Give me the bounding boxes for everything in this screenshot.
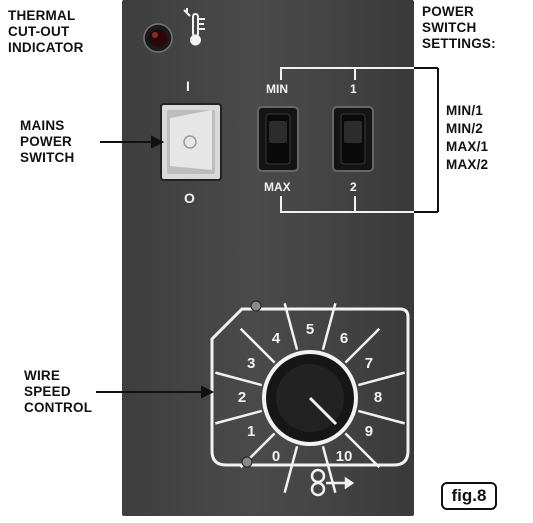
callout-line: SPEED — [24, 384, 71, 399]
callout-line: POWER — [20, 134, 73, 149]
dial-number-4: 4 — [271, 330, 281, 348]
dial-divider — [215, 409, 263, 425]
dial-divider — [357, 371, 405, 387]
settings-list: MIN/1 MIN/2 MAX/1 MAX/2 — [446, 102, 488, 174]
callout-line: SWITCH — [422, 20, 477, 35]
switch-1-label: 1 — [350, 82, 357, 96]
screw-top — [250, 300, 262, 312]
dial-divider — [321, 303, 337, 351]
dial-number-10: 10 — [335, 447, 353, 465]
callout-line: MAINS — [20, 118, 65, 133]
dial-divider — [344, 327, 381, 364]
screw-bottom — [241, 456, 253, 468]
dial-number-0: 0 — [271, 447, 281, 465]
callout-line: THERMAL — [8, 8, 76, 23]
thermal-indicator-lamp — [143, 23, 173, 53]
dial-divider — [357, 409, 405, 425]
callout-line: WIRE — [24, 368, 61, 383]
mains-on-label: I — [186, 78, 190, 94]
dial-number-5: 5 — [305, 321, 315, 338]
dial-number-9: 9 — [364, 423, 374, 440]
setting-max-2: MAX/2 — [446, 157, 489, 172]
setting-max-1: MAX/1 — [446, 139, 489, 154]
figure-label: fig.8 — [441, 482, 497, 510]
dial-number-6: 6 — [339, 330, 349, 348]
callout-line: CONTROL — [24, 400, 93, 415]
callout-line: CUT-OUT — [8, 24, 70, 39]
dial-number-1: 1 — [246, 423, 256, 440]
dial-number-7: 7 — [364, 355, 374, 372]
wire-feed-icon — [310, 468, 355, 497]
mains-power-switch-callout: MAINS POWER SWITCH — [20, 118, 74, 166]
dial-number-8: 8 — [373, 389, 383, 406]
thermometer-icon — [183, 8, 205, 46]
wire-speed-control-callout: WIRE SPEED CONTROL — [24, 368, 92, 416]
control-panel — [122, 0, 414, 516]
switch-2-label: 2 — [350, 180, 357, 194]
min-label: MIN — [266, 82, 288, 96]
one-two-switch[interactable] — [332, 106, 374, 172]
settings-bracket — [280, 67, 439, 213]
callout-line: SETTINGS: — [422, 36, 496, 51]
thermal-cutout-callout: THERMAL CUT-OUT INDICATOR — [8, 8, 84, 56]
dial-divider — [283, 445, 299, 493]
dial-number-2: 2 — [237, 389, 247, 406]
mains-power-switch[interactable] — [160, 103, 222, 181]
callout-line: SWITCH — [20, 150, 75, 165]
dial-divider — [215, 371, 263, 387]
dial-divider — [344, 432, 381, 469]
callout-line: POWER — [422, 4, 475, 19]
dial-divider — [283, 303, 299, 351]
max-label: MAX — [264, 180, 291, 194]
callout-arrows — [96, 135, 215, 399]
min-max-switch[interactable] — [257, 106, 299, 172]
callout-line: INDICATOR — [8, 40, 84, 55]
setting-min-1: MIN/1 — [446, 103, 484, 118]
dial-divider — [239, 327, 276, 364]
setting-min-2: MIN/2 — [446, 121, 484, 136]
power-switch-settings-callout: POWER SWITCH SETTINGS: — [422, 4, 496, 52]
mains-off-label: O — [184, 190, 195, 206]
dial-divider — [321, 445, 337, 493]
dial-number-3: 3 — [246, 355, 256, 372]
